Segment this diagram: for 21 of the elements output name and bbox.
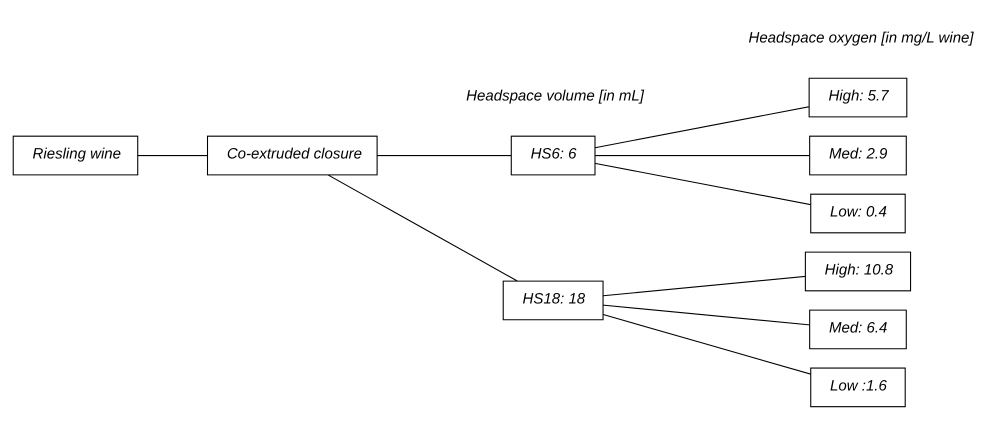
- node-box: HS18: 18: [502, 280, 604, 320]
- node-box: High: 10.8: [804, 252, 912, 292]
- connector: [603, 276, 805, 296]
- node-box: Med: 2.9: [809, 136, 907, 176]
- node-box: Low: 0.4: [810, 194, 906, 234]
- connector: [138, 155, 208, 156]
- connector: [603, 304, 810, 326]
- connector: [328, 174, 518, 282]
- label: Headspace oxygen [in mg/L wine]: [748, 30, 974, 47]
- node-box: High: 5.7: [808, 78, 908, 118]
- connector: [594, 162, 810, 206]
- connector: [377, 155, 512, 156]
- label: Headspace volume [in mL]: [466, 87, 644, 104]
- node-box: HS6: 6: [510, 136, 596, 176]
- node-box: Med: 6.4: [809, 310, 907, 350]
- connector: [603, 314, 811, 375]
- connector: [594, 106, 809, 148]
- connector: [595, 155, 810, 156]
- node-box: Low :1.6: [810, 368, 906, 408]
- node-box: Co-extruded closure: [206, 136, 378, 176]
- node-box: Riesling wine: [12, 136, 138, 176]
